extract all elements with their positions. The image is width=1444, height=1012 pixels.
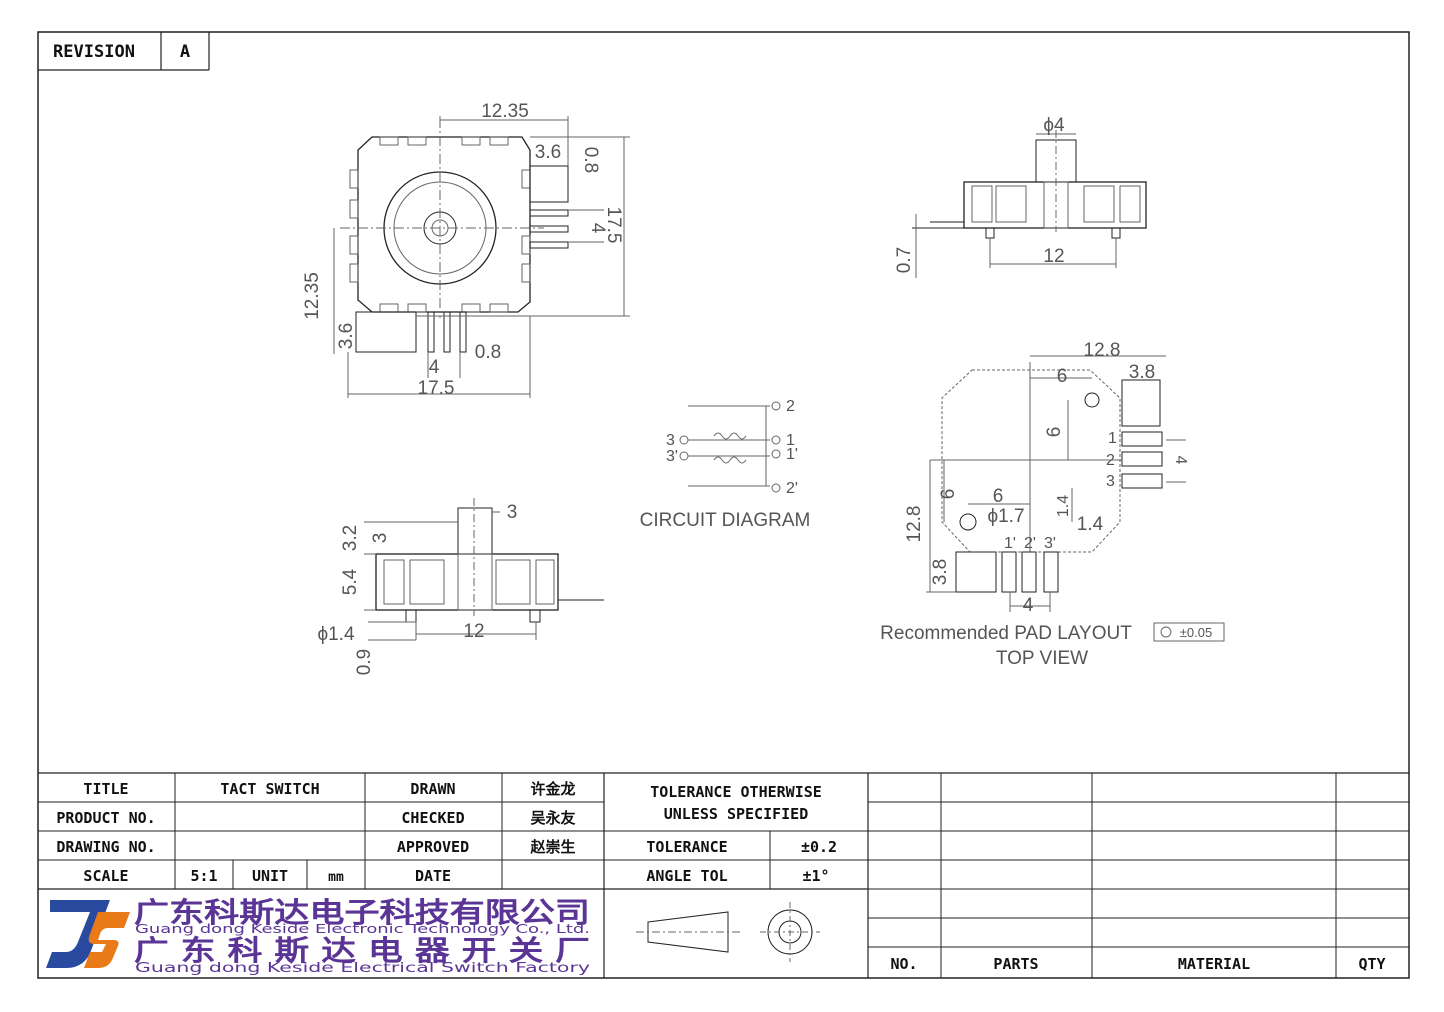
dim-top-lead-h: 3.6 (336, 323, 357, 349)
pad-dim-i: 3.8 (930, 559, 951, 585)
revision-value: A (180, 42, 190, 62)
circuit-pin-3b: 3' (666, 448, 678, 465)
drawing-no-label: DRAWING NO. (56, 838, 155, 856)
pad-dim-j: 4 (1023, 595, 1034, 616)
dim-bottom-h3: 5.4 (340, 568, 361, 595)
dim-top-pitch: 4 (587, 223, 608, 234)
pad-dim-e: 6 (938, 489, 959, 500)
pad-dim-h: 12.8 (904, 506, 925, 543)
date-label: DATE (415, 867, 451, 885)
pad-layout: 12.8 6 3.8 6 4 1 2 3 12.8 6 6 ϕ1.7 1.4 1… (880, 340, 1225, 669)
dim-bottom-peg: ϕ1.4 (317, 624, 354, 645)
dim-bottom-h1: 3.2 (340, 525, 361, 551)
projection-symbol-icon (636, 902, 820, 962)
circuit-pin-2b: 2' (786, 480, 798, 497)
revision-box: REVISION A (38, 32, 210, 71)
factory-name-en: Guang dong Keside Electrical Switch Fact… (135, 961, 590, 976)
pad-pin-2b: 2' (1024, 535, 1036, 552)
checked-person: 吴永友 (530, 809, 575, 827)
side-view-right: 12 ϕ4 0.7 (894, 115, 1147, 278)
parts-header-no: NO. (890, 955, 917, 973)
circuit-title: CIRCUIT DIAGRAM (640, 510, 811, 531)
dim-side-offset: 0.7 (894, 247, 915, 273)
tolerance-note-1: TOLERANCE OTHERWISE (650, 783, 822, 801)
product-no-label: PRODUCT NO. (56, 809, 155, 827)
dim-side-diameter: ϕ4 (1043, 115, 1065, 136)
dim-top-pitch2: 4 (429, 357, 440, 378)
pad-dim-f: 6 (993, 486, 1004, 507)
pad-dim-hole: ϕ1.7 (987, 506, 1024, 527)
company-logo (46, 900, 130, 968)
factory-name-cn: 广 东 科 斯 达 电 器 开 关 厂 (134, 934, 590, 967)
scale-value: 5:1 (190, 867, 217, 885)
circuit-pin-3: 3 (666, 432, 675, 449)
parts-header-material: MATERIAL (1178, 955, 1250, 973)
company-name-en: Guang dong Keside Electronic Technology … (135, 922, 590, 936)
drawn-person: 许金龙 (530, 780, 575, 798)
pad-dim-d: 4 (1172, 456, 1189, 465)
pad-dim-c: 6 (1044, 427, 1065, 438)
approved-person: 赵崇生 (529, 838, 575, 856)
dim-bottom-h2: 3 (370, 533, 391, 544)
dim-bottom-actuator: 3 (507, 502, 518, 523)
pad-title: Recommended PAD LAYOUT (880, 623, 1132, 644)
pad-dim-b: 3.8 (1129, 362, 1155, 383)
drawn-label: DRAWN (410, 780, 455, 798)
pad-subtitle: TOP VIEW (996, 648, 1088, 669)
unit-value: mm (328, 870, 344, 885)
unit-label: UNIT (252, 867, 288, 885)
circuit-pin-1: 1 (786, 432, 795, 449)
parts-header-qty: QTY (1358, 955, 1385, 973)
approved-label: APPROVED (397, 838, 469, 856)
scale-label: SCALE (83, 867, 128, 885)
dim-top-height: 12.35 (302, 272, 323, 320)
pad-pin-1: 1 (1108, 430, 1117, 447)
pad-dim-g: 1.4 (1055, 495, 1072, 517)
circuit-pin-2: 2 (786, 398, 795, 415)
angle-tol-value: ±1° (802, 867, 829, 885)
title-block: TITLE TACT SWITCH DRAWN 许金龙 PRODUCT NO. … (38, 772, 1409, 978)
tolerance-label: TOLERANCE (646, 838, 727, 856)
dim-top-width: 12.35 (481, 101, 529, 122)
parts-header-parts: PARTS (993, 955, 1038, 973)
pad-dim-w: 12.8 (1084, 340, 1121, 361)
dim-bottom-width: 12 (463, 621, 484, 642)
circuit-diagram: 2 1 1' 2' 3 3' CIRCUIT DIAGRAM (640, 398, 811, 531)
tolerance-note-2: UNLESS SPECIFIED (664, 805, 809, 823)
checked-label: CHECKED (401, 809, 464, 827)
position-tolerance-icon (1160, 626, 1172, 638)
dim-top-pin: 0.8 (580, 147, 601, 173)
side-view-bottom: 3 3.2 3 5.4 ϕ1.4 12 0.9 (317, 498, 604, 675)
tolerance-value: ±0.2 (801, 838, 837, 856)
company-name-cn: 广东科斯达电子科技有限公司 (134, 896, 590, 929)
pad-dim-h2: 1.4 (1077, 514, 1104, 535)
revision-label: REVISION (53, 42, 135, 62)
pad-pin-1b: 1' (1004, 535, 1016, 552)
pad-pin-3: 3 (1106, 473, 1115, 490)
dim-side-width: 12 (1043, 246, 1064, 267)
title-label: TITLE (83, 780, 128, 798)
pad-tolerance: ±0.05 (1180, 625, 1212, 640)
dim-top-overall-h: 17.5 (603, 207, 624, 244)
top-view: 12.35 3.6 0.8 17.5 4 12.35 3.6 17.5 4 0.… (302, 101, 630, 399)
sheet-border (37, 31, 1410, 979)
title-value: TACT SWITCH (220, 780, 319, 798)
pad-pin-3b: 3' (1044, 535, 1056, 552)
dim-top-pin2: 0.8 (475, 342, 501, 363)
pad-dim-a: 6 (1057, 366, 1068, 387)
dim-top-lead: 3.6 (535, 142, 561, 163)
dim-top-overall-w: 17.5 (418, 378, 455, 399)
angle-tol-label: ANGLE TOL (646, 867, 727, 885)
dim-bottom-peg-h: 0.9 (354, 649, 375, 675)
circuit-pin-1b: 1' (786, 446, 798, 463)
